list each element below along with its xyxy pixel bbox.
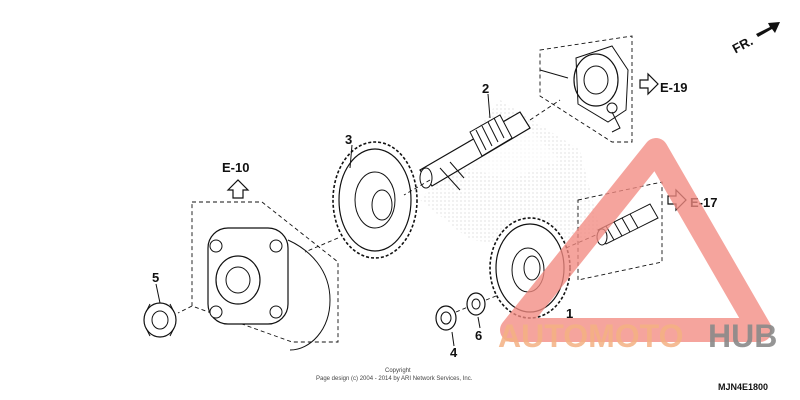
bearing-assembly-e19 (539, 35, 633, 143)
part-number-3: 3 (345, 132, 352, 147)
background-emblem (420, 100, 600, 250)
watermark-text-hub: HUB (708, 318, 777, 354)
part-3-gear (304, 141, 418, 259)
part-number-5: 5 (152, 270, 159, 285)
part-number-6: 6 (475, 328, 482, 343)
part-number-1: 1 (566, 306, 573, 321)
diagram-code: MJN4E1800 (718, 382, 768, 392)
part-2-shaft (403, 93, 561, 196)
part-5-nut (143, 283, 177, 338)
part-6-washer (455, 292, 497, 329)
bearing-holder-housing (177, 201, 339, 351)
front-direction-arrow: FR. (730, 22, 780, 56)
watermark-logo (500, 138, 772, 342)
arrow-icon (756, 22, 780, 37)
copyright-line-1: Copyright (385, 368, 411, 374)
direction-label: FR. (730, 33, 756, 56)
ref-e19-label: E-19 (660, 80, 687, 95)
copyright-line-2: Page design (c) 2004 - 2014 by ARI Netwo… (316, 376, 473, 382)
part-number-4: 4 (450, 345, 458, 360)
triangle-icon (500, 138, 772, 342)
right-arrow-icon (639, 72, 659, 96)
part-4-nut (435, 305, 457, 347)
ref-e19: E-19 (639, 72, 687, 96)
ref-e10-label: E-10 (222, 160, 249, 175)
ref-e10: E-10 (222, 160, 250, 199)
watermark-text-auto: AUTOMOTO (498, 318, 683, 354)
part-number-2: 2 (482, 81, 489, 96)
up-arrow-icon (226, 179, 250, 199)
